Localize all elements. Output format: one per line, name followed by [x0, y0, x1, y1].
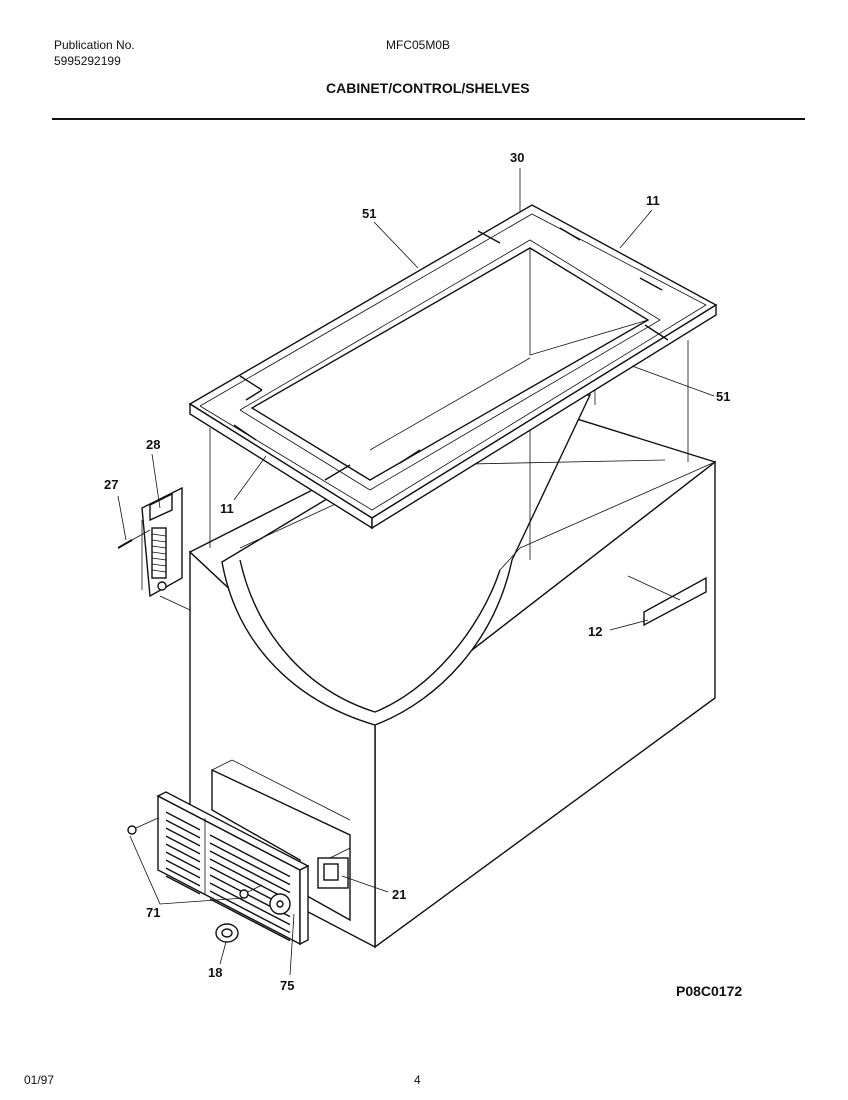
cabinet-cutaway	[221, 394, 592, 726]
louver-slat	[165, 875, 201, 895]
drawing-code: P08C0172	[676, 983, 743, 999]
louver-slat	[165, 827, 201, 847]
louver-slat	[165, 811, 201, 831]
louver-slat	[209, 890, 291, 934]
callout-75: 75	[280, 978, 294, 993]
callout-27: 27	[104, 477, 118, 492]
louver-slat	[165, 859, 201, 879]
callout-12: 12	[588, 624, 602, 639]
callout-11-left: 11	[220, 501, 234, 516]
grille-screw	[239, 889, 249, 899]
callout-30: 30	[510, 150, 524, 165]
section-title: CABINET/CONTROL/SHELVES	[326, 80, 530, 96]
footer-date: 01/97	[24, 1073, 55, 1087]
callout-51-right: 51	[716, 389, 730, 404]
louver-slat	[165, 843, 201, 863]
louver-slat	[209, 842, 291, 886]
louver-slat	[209, 898, 291, 942]
callout-51-top: 51	[362, 206, 376, 221]
hinge-assembly	[117, 486, 191, 611]
breaker-strip-frame	[188, 204, 718, 530]
louver-slat	[209, 850, 291, 894]
louver-slat	[165, 819, 201, 839]
publication-number: 5995292199	[54, 54, 121, 68]
leader-lines	[117, 168, 715, 976]
cutaway-inner-edge	[239, 559, 501, 713]
header-rule	[52, 118, 805, 120]
louver-slat	[209, 834, 291, 878]
callout-11-top: 11	[646, 193, 660, 208]
hinge-screw	[117, 539, 133, 549]
louver-slat	[165, 851, 201, 871]
callout-28: 28	[146, 437, 160, 452]
front-grille	[127, 791, 310, 946]
model-number: MFC05M0B	[386, 38, 451, 52]
callout-21: 21	[392, 887, 406, 902]
grille-screw	[127, 825, 137, 835]
callout-71: 71	[146, 905, 160, 920]
page-number: 4	[414, 1073, 421, 1087]
temperature-control	[317, 847, 351, 889]
louver-slat	[165, 835, 201, 855]
louver-slat	[165, 867, 201, 887]
callout-18: 18	[208, 965, 222, 980]
louver-slat	[209, 882, 291, 926]
louver-slat	[209, 858, 291, 902]
publication-label: Publication No.	[54, 38, 135, 52]
